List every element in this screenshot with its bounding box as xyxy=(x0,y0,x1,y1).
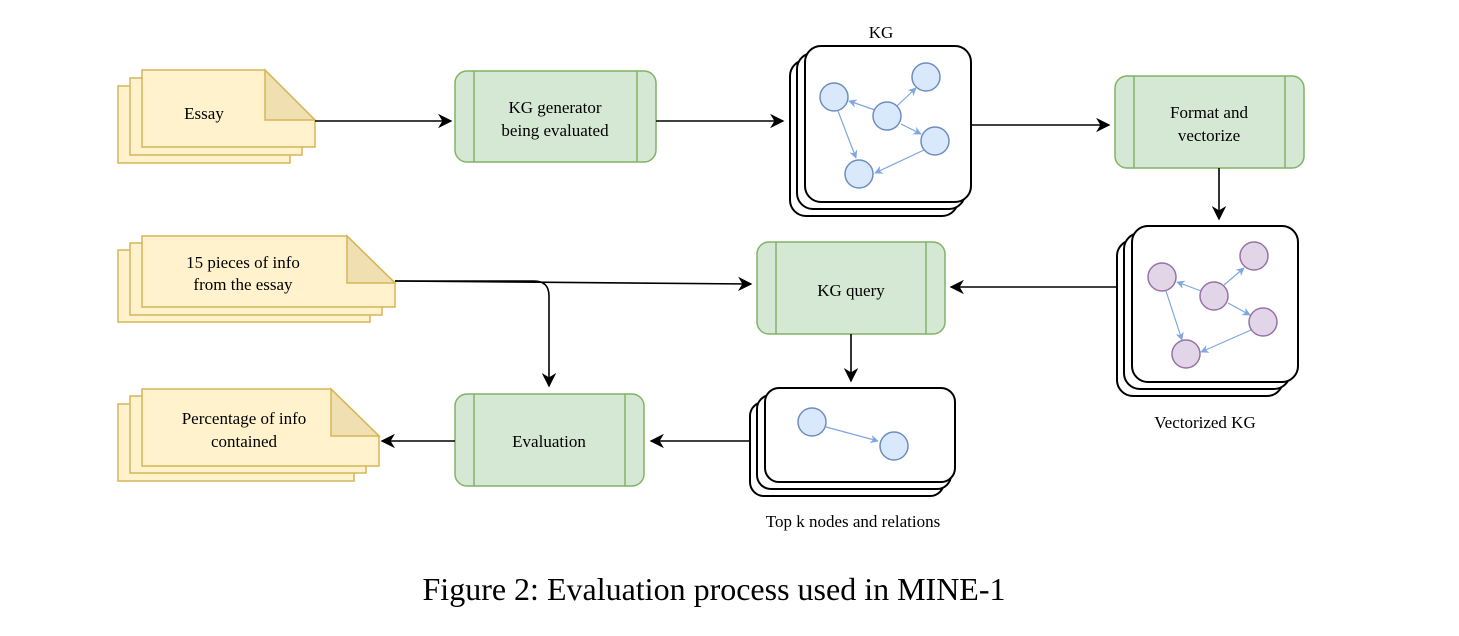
kg-node xyxy=(872,101,902,131)
kg-query-label: KG query xyxy=(817,281,885,300)
kg-generator-process: KG generator being evaluated xyxy=(454,70,657,163)
vectorized-kg-graph xyxy=(1147,241,1278,369)
kg-generator-label-line2: being evaluated xyxy=(501,121,609,140)
top-k-node xyxy=(879,431,909,461)
vector-node xyxy=(1171,339,1201,369)
kg-generator-label-line1: KG generator xyxy=(509,98,602,117)
vectorized-kg-store: Vectorized KG xyxy=(1116,225,1299,432)
evaluation-process: Evaluation xyxy=(454,393,645,487)
format-vectorize-label-line1: Format and xyxy=(1170,103,1248,122)
percentage-label-line2: contained xyxy=(211,432,278,451)
kg-node xyxy=(819,82,849,112)
top-k-title: Top k nodes and relations xyxy=(766,512,940,531)
kg-title: KG xyxy=(869,23,894,42)
kg-node xyxy=(920,126,950,156)
kg-node xyxy=(911,62,941,92)
info-pieces-label-line1: 15 pieces of info xyxy=(186,253,300,272)
info-pieces-label-line2: from the essay xyxy=(193,275,293,294)
info-pieces-document: 15 pieces of info from the essay xyxy=(117,234,397,323)
percentage-label-line1: Percentage of info xyxy=(182,409,307,428)
evaluation-label: Evaluation xyxy=(512,432,586,451)
top-k-node xyxy=(797,407,827,437)
vector-node xyxy=(1248,307,1278,337)
arrow-info-to-evaluation xyxy=(395,280,557,388)
vectorized-kg-title: Vectorized KG xyxy=(1154,413,1256,432)
flow-arrows xyxy=(315,113,1227,449)
essay-label: Essay xyxy=(184,104,224,123)
vector-node xyxy=(1239,241,1269,271)
percentage-result-document: Percentage of info contained xyxy=(117,387,381,482)
figure-caption: Figure 2: Evaluation process used in MIN… xyxy=(423,571,1006,607)
vector-node xyxy=(1147,262,1177,292)
top-k-graph xyxy=(797,407,909,461)
top-k-store: Top k nodes and relations xyxy=(749,387,956,531)
format-vectorize-label-line2: vectorize xyxy=(1178,126,1240,145)
essay-document: Essay xyxy=(117,68,317,164)
format-vectorize-process: Format and vectorize xyxy=(1114,75,1305,169)
vector-node xyxy=(1199,281,1229,311)
kg-graph xyxy=(819,62,950,189)
kg-query-process: KG query xyxy=(756,241,946,335)
kg-node xyxy=(844,159,874,189)
kg-store: KG xyxy=(789,23,972,217)
